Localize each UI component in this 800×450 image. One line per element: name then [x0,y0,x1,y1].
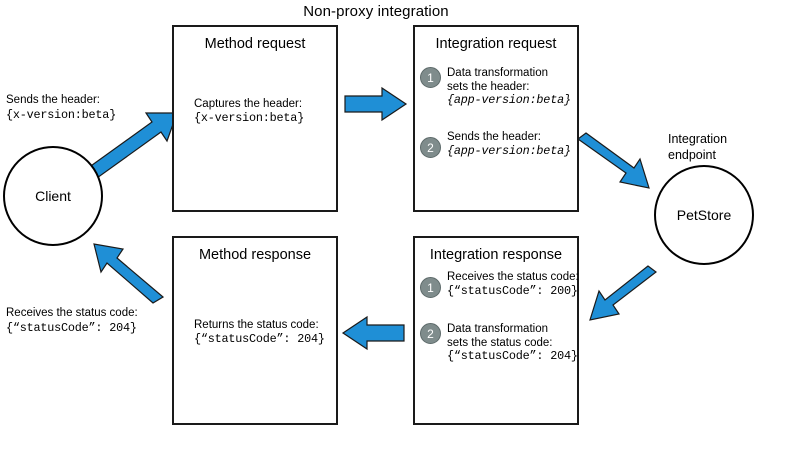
response-step-text-2-code: {“statusCode”: 204} [447,349,578,364]
diagram-title-text: Non-proxy integration [303,3,449,20]
node-client: Client [3,146,103,246]
step-text-1-line1: Data transformation [447,67,548,79]
node-client-label: Client [35,188,71,204]
response-step-text-1-line1: Receives the status code: [447,271,579,283]
box-method-request-body-code: {x-version:beta} [194,110,305,125]
arrow-endpoint-to-integration-response [589,265,657,321]
box-method-response-body-line1: Returns the status code: [194,319,319,331]
step-text-1-line2: sets the header: [447,80,530,93]
response-step-text-2: Data transformation sets the status code… [447,323,578,364]
step-text-1-code: {app-version:beta} [447,93,571,108]
step-text-1: Data transformation sets the header: {ap… [447,67,571,108]
box-method-request-title: Method request [204,36,306,52]
integration-endpoint-caption-line2: endpoint [668,148,716,162]
box-method-response-body-code: {“statusCode”: 204} [194,331,325,346]
step-text-2: Sends the header: {app-version:beta} [447,131,571,158]
box-integration-request: Integration request 1 Data transformatio… [413,25,579,212]
response-step-text-2-line1: Data transformation [447,323,548,335]
client-request-label: Sends the header: {x-version:beta} [6,93,116,122]
box-method-request-body: Captures the header: {x-version:beta} [194,98,304,125]
box-method-request: Method request Captures the header: {x-v… [172,25,338,212]
box-integration-response: Integration response 1 Receives the stat… [413,236,579,425]
box-integration-response-title: Integration response [429,247,563,263]
integration-endpoint-caption: Integration endpoint [668,131,727,163]
node-petstore-label: PetStore [676,207,732,223]
arrow-method-response-to-client [93,243,165,304]
box-method-response-body: Returns the status code: {“statusCode”: … [194,319,325,346]
step-badge-2: 2 [420,137,441,158]
step-badge-1: 1 [420,67,441,88]
client-response-label: Receives the status code: {“statusCode”:… [6,306,138,335]
client-request-label-line1: Sends the header: [6,94,100,106]
client-response-label-line1: Receives the status code: [6,307,138,319]
box-method-response: Method response Returns the status code:… [172,236,338,425]
client-response-label-code: {“statusCode”: 204} [6,320,137,335]
arrow-method-request-to-integration-request [344,86,408,122]
node-petstore: PetStore [654,165,754,265]
box-method-response-title: Method response [198,247,312,263]
arrow-client-to-method-request [87,112,178,179]
response-step-text-1: Receives the status code: {“statusCode”:… [447,271,579,298]
step-text-2-code: {app-version:beta} [447,143,571,158]
response-step-badge-2: 2 [420,323,441,344]
client-request-label-code: {x-version:beta} [6,107,117,122]
diagram-title: Non-proxy integration [0,3,800,20]
response-step-text-1-code: {“statusCode”: 200} [447,283,578,298]
box-integration-request-title: Integration request [435,36,557,52]
response-step-badge-1: 1 [420,277,441,298]
integration-endpoint-caption-line1: Integration [668,132,728,146]
arrow-integration-response-to-method-response [341,315,405,351]
step-text-2-line1: Sends the header: [447,131,541,143]
box-method-request-body-line1: Captures the header: [194,98,303,110]
response-step-text-2-line2: sets the status code: [447,336,553,349]
arrow-integration-request-to-endpoint [576,132,650,189]
